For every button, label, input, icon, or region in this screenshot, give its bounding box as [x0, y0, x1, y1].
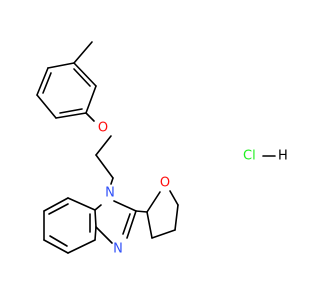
- bond-skeleton: [36, 41, 276, 254]
- benzo-bond: [94, 226, 97, 241]
- imidazole-bond: [94, 204, 102, 211]
- benzo-double-bond: [48, 203, 69, 215]
- benzo-bond: [67, 239, 96, 254]
- aryl-oxygen-bond: [85, 112, 95, 122]
- benzo-bond: [43, 197, 69, 212]
- ether-oxygen-label: O: [98, 121, 108, 136]
- thf-bond: [174, 204, 179, 231]
- thf-bond: [146, 191, 161, 213]
- ring-double-bond: [42, 72, 52, 94]
- ring-bond: [47, 62, 75, 69]
- benzo-bond: [43, 239, 69, 254]
- oxygen-ch2-bond: [95, 135, 112, 156]
- ring-bond: [73, 62, 97, 87]
- benzimidazole-n1-label: N: [105, 186, 115, 201]
- ring-double-bond: [59, 108, 83, 114]
- ring-bond: [36, 94, 57, 119]
- thf-oxygen-label: O: [160, 176, 170, 191]
- thf-bond: [169, 190, 179, 206]
- benzo-bond: [67, 197, 96, 211]
- ring-bond: [85, 85, 97, 114]
- benzo-double-bond: [49, 235, 68, 247]
- hydrogen-label: H: [278, 149, 288, 164]
- imidazole-double-bond: [126, 210, 137, 239]
- thf-bond: [151, 229, 176, 239]
- imidazole-bond: [113, 200, 137, 212]
- molecule-structure: O N N O Cl H: [36, 41, 288, 257]
- ch2-ch2-bond: [95, 154, 114, 179]
- thf-bond: [146, 211, 153, 239]
- ring-double-bond: [73, 68, 91, 87]
- ring-bond: [36, 67, 49, 96]
- chloride-label: Cl: [243, 149, 256, 164]
- methyl-bond: [73, 41, 93, 64]
- ring-bond: [55, 112, 87, 119]
- imidazole-fused-bond: [94, 209, 97, 228]
- benzimidazole-n3-label: N: [113, 242, 123, 257]
- ch2-nitrogen-bond: [110, 177, 114, 185]
- thf-bond: [135, 210, 148, 213]
- imidazole-double-bond: [122, 213, 131, 235]
- imidazole-bond: [95, 226, 113, 244]
